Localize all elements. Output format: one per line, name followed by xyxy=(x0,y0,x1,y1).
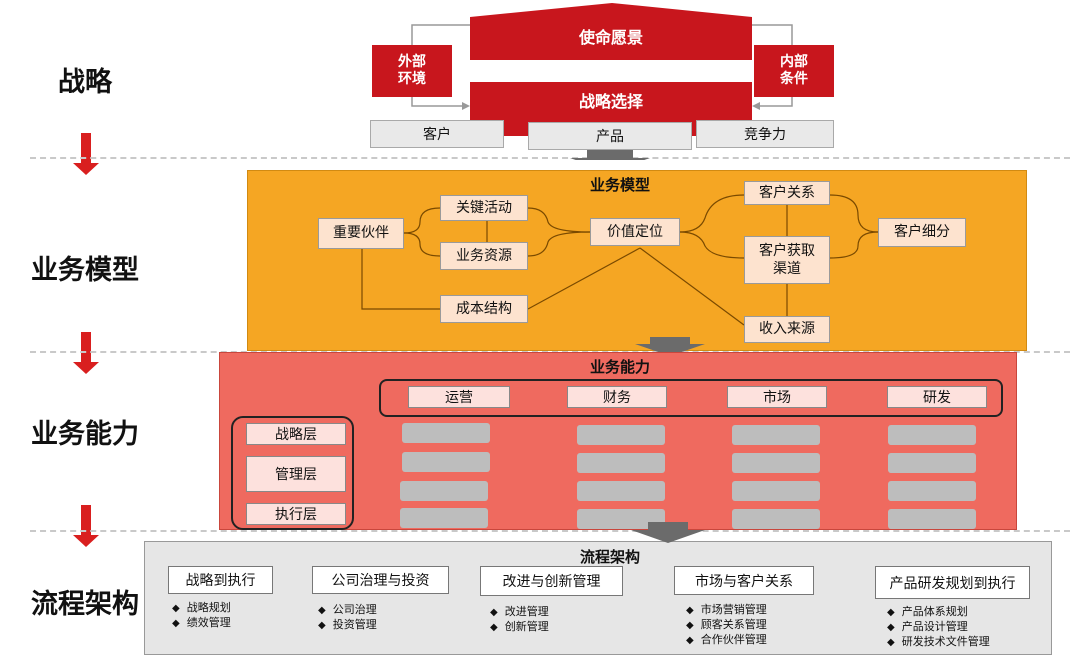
customer-channels: 客户获取 渠道 xyxy=(744,236,830,284)
business-model-title: 业务模型 xyxy=(589,176,650,194)
capability-bar xyxy=(577,509,665,529)
process-items-improvement: 改进管理 创新管理 xyxy=(490,605,549,635)
process-item: 改进管理 xyxy=(490,605,549,620)
capability-bar xyxy=(888,425,976,445)
layer-label-business-model: 业务模型 xyxy=(31,255,139,286)
process-item: 创新管理 xyxy=(490,620,549,635)
separator xyxy=(30,530,1070,532)
process-group-improvement: 改进与创新管理 xyxy=(480,566,623,596)
capability-bar xyxy=(732,425,820,445)
layer-label-process: 流程架构 xyxy=(31,589,139,620)
separator xyxy=(30,157,1070,159)
competition-box: 竞争力 xyxy=(696,120,834,148)
capability-bar xyxy=(732,481,820,501)
down-arrow-icon xyxy=(73,133,99,175)
capability-bar xyxy=(400,508,488,528)
mission-vision: 使命愿景 xyxy=(470,18,752,58)
capability-bar xyxy=(732,453,820,473)
capability-bar xyxy=(888,481,976,501)
capability-bar xyxy=(577,453,665,473)
cost-structure: 成本结构 xyxy=(440,295,528,323)
level-execution: 执行层 xyxy=(246,503,346,525)
function-marketing: 市场 xyxy=(727,386,827,408)
revenue-streams: 收入来源 xyxy=(744,316,830,343)
process-items-product-rd: 产品体系规划 产品设计管理 研发技术文件管理 xyxy=(887,605,990,650)
capability-bar xyxy=(400,481,488,501)
process-title: 流程架构 xyxy=(579,548,640,566)
value-proposition: 价值定位 xyxy=(590,218,680,246)
function-operations: 运营 xyxy=(408,386,510,408)
levels-frame xyxy=(231,416,354,530)
capability-bar xyxy=(577,481,665,501)
down-arrow-icon xyxy=(73,332,99,374)
customer-box: 客户 xyxy=(370,120,504,148)
internal-conditions: 内部 条件 xyxy=(754,45,834,97)
business-model-connectors xyxy=(361,194,879,356)
customer-relationships: 客户关系 xyxy=(744,181,830,205)
level-strategic: 战略层 xyxy=(246,423,346,445)
process-group-product-rd: 产品研发规划到执行 xyxy=(875,566,1030,599)
process-group-market: 市场与客户关系 xyxy=(674,566,814,595)
function-rd: 研发 xyxy=(887,386,987,408)
external-environment: 外部 环境 xyxy=(372,45,452,97)
key-activities: 关键活动 xyxy=(440,195,528,221)
process-item: 产品体系规划 xyxy=(887,605,990,620)
business-model-panel xyxy=(247,170,1027,351)
process-item: 投资管理 xyxy=(318,618,377,633)
capability-bar xyxy=(402,423,490,443)
process-item: 研发技术文件管理 xyxy=(887,635,990,650)
key-partners: 重要伙伴 xyxy=(318,218,404,249)
process-arrow-icon xyxy=(631,522,705,543)
level-management: 管理层 xyxy=(246,456,346,492)
process-item: 产品设计管理 xyxy=(887,620,990,635)
capability-bar xyxy=(888,509,976,529)
process-item: 战略规划 xyxy=(172,601,231,616)
process-items-market: 市场营销管理 顾客关系管理 合作伙伴管理 xyxy=(686,603,767,648)
down-arrow-icon xyxy=(73,505,99,547)
capability-title: 业务能力 xyxy=(589,358,650,376)
process-item: 绩效管理 xyxy=(172,616,231,631)
functions-frame xyxy=(379,379,1003,417)
process-items-governance: 公司治理 投资管理 xyxy=(318,603,377,633)
process-item: 顾客关系管理 xyxy=(686,618,767,633)
capability-bar xyxy=(402,452,490,472)
customer-segments: 客户细分 xyxy=(878,218,966,247)
layer-label-strategy: 战略 xyxy=(58,67,112,98)
capability-bar xyxy=(732,509,820,529)
process-items-strategy-execution: 战略规划 绩效管理 xyxy=(172,601,231,631)
key-resources: 业务资源 xyxy=(440,242,528,270)
process-item: 合作伙伴管理 xyxy=(686,633,767,648)
capability-bar xyxy=(888,453,976,473)
product-box: 产品 xyxy=(528,122,692,150)
layer-label-capability: 业务能力 xyxy=(31,419,139,450)
process-group-governance: 公司治理与投资 xyxy=(312,566,449,594)
process-item: 市场营销管理 xyxy=(686,603,767,618)
capability-bar xyxy=(577,425,665,445)
process-item: 公司治理 xyxy=(318,603,377,618)
process-group-strategy-execution: 战略到执行 xyxy=(168,566,273,594)
function-finance: 财务 xyxy=(567,386,667,408)
